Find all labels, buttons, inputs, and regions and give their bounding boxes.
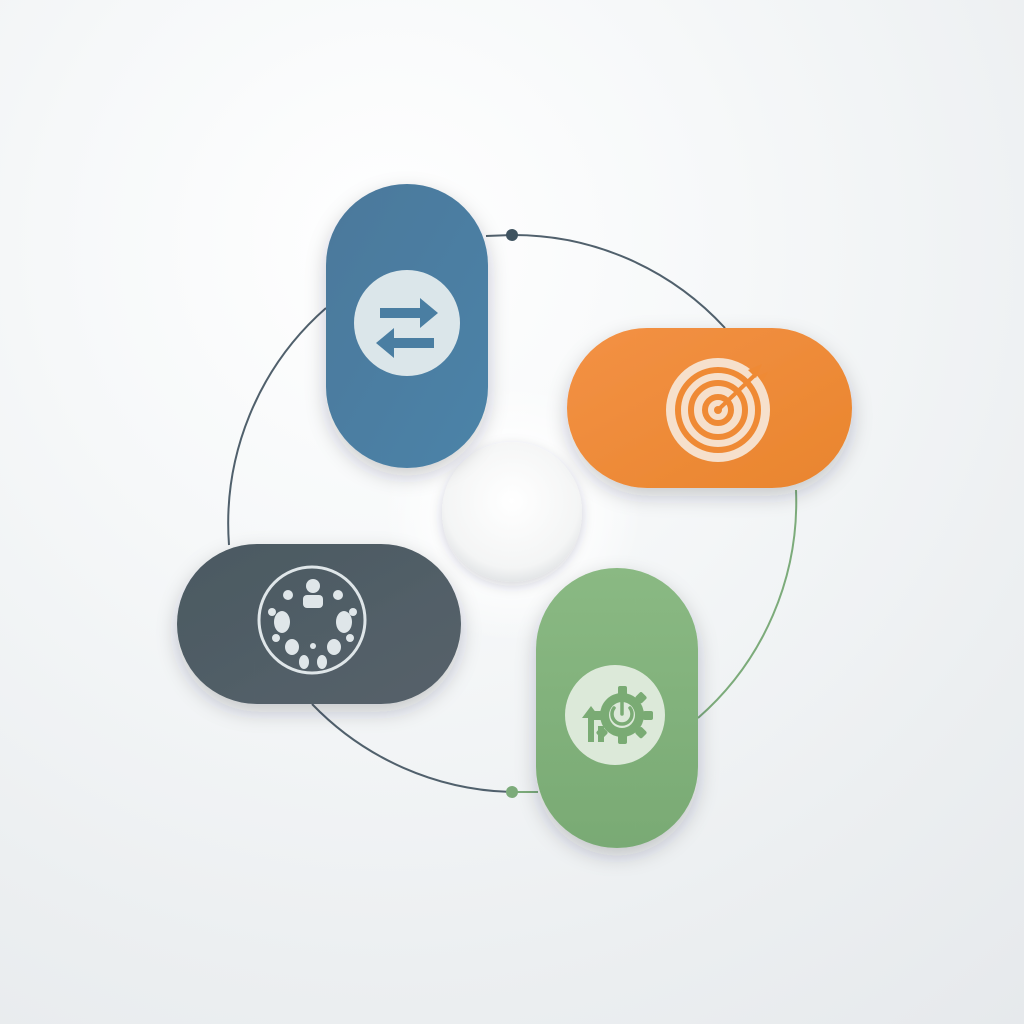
gear-power-growth-icon <box>565 665 665 765</box>
ring-segment-top-right <box>511 233 726 329</box>
ring-node-dot-top <box>506 229 518 241</box>
exchange-arrows-icon <box>354 270 460 376</box>
ring-segment-left <box>227 307 327 546</box>
team-circle-icon <box>257 565 367 675</box>
ring-segment-right <box>697 489 798 719</box>
ring-node-dot-bottom <box>506 786 518 798</box>
cycle-ring <box>227 233 798 793</box>
center-hub <box>442 442 582 582</box>
node-slate-pill[interactable] <box>177 544 461 704</box>
ring-segment-bottom-left <box>311 703 513 793</box>
target-icon <box>666 358 770 462</box>
